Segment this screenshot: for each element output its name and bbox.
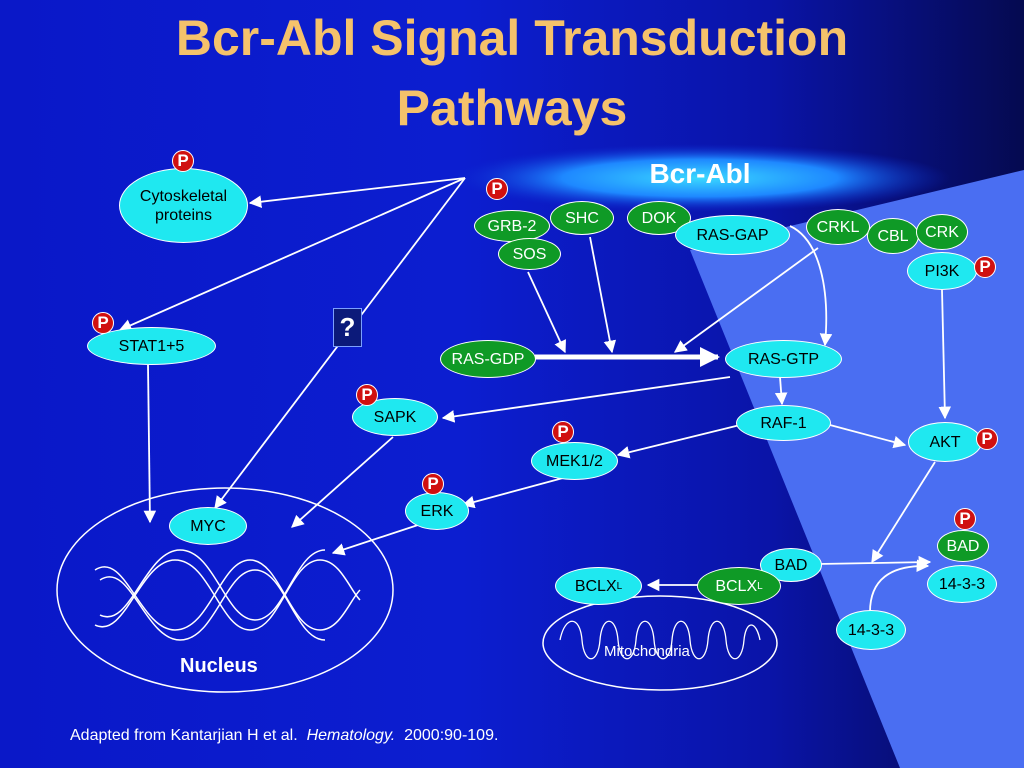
pathway-arrows bbox=[118, 177, 952, 613]
sos-node: SOS bbox=[498, 238, 561, 270]
ras-gap-node: RAS-GAP bbox=[675, 215, 790, 255]
slide-title-line2: Pathways bbox=[396, 80, 628, 136]
citation-suffix: 2000:90-109. bbox=[404, 727, 499, 744]
citation: Adapted from Kantarjian H et al. Hematol… bbox=[70, 727, 498, 745]
phospho-badge-stat: P bbox=[92, 312, 114, 334]
crk-node: CRK bbox=[916, 214, 968, 250]
cbl-node: CBL bbox=[867, 218, 919, 254]
shc-node: SHC bbox=[550, 201, 614, 235]
slide-title-line1: Bcr-Abl Signal Transduction bbox=[175, 10, 849, 66]
bcr-abl-ellipse bbox=[450, 144, 950, 212]
mitochondria-cristae bbox=[559, 620, 761, 660]
cytoskeletal-proteins-node: Cytoskeletal proteins bbox=[119, 168, 248, 243]
ras-gdp-node: RAS-GDP bbox=[440, 340, 536, 378]
erk-node: ERK bbox=[405, 492, 469, 530]
cytoskeletal-label-line1: Cytoskeletal bbox=[139, 187, 228, 205]
crkl-node: CRKL bbox=[806, 209, 870, 245]
mek-node: MEK1/2 bbox=[531, 442, 618, 480]
citation-journal: Hematology. bbox=[306, 727, 396, 744]
stat-node: STAT1+5 bbox=[87, 327, 216, 365]
nucleus-ellipse bbox=[56, 487, 394, 693]
dna-strands bbox=[94, 549, 361, 641]
pi3k-node: PI3K bbox=[907, 252, 977, 290]
mitochondria-label: Mitochondria bbox=[604, 643, 690, 660]
citation-prefix: Adapted from Kantarjian H et al. bbox=[70, 727, 298, 744]
phospho-badge-bad: P bbox=[954, 508, 976, 530]
phospho-badge-akt: P bbox=[976, 428, 998, 450]
unknown-pathway-box: ? bbox=[333, 308, 362, 347]
bad-phospho-node: BAD bbox=[937, 530, 989, 562]
dok-node: DOK bbox=[627, 201, 691, 235]
akt-node: AKT bbox=[908, 422, 982, 462]
mitochondria-ellipse bbox=[542, 595, 778, 691]
ras-gtp-node: RAS-GTP bbox=[725, 340, 842, 378]
protein-14-3-3-node: 14-3-3 bbox=[836, 610, 906, 650]
myc-node: MYC bbox=[169, 507, 247, 545]
phospho-badge-mek: P bbox=[552, 421, 574, 443]
bclxl-bound-label: BCLX bbox=[715, 577, 758, 595]
phospho-badge-sapk: P bbox=[356, 384, 378, 406]
protein-14-3-3-bound-node: 14-3-3 bbox=[927, 565, 997, 603]
phospho-badge-grb2: P bbox=[486, 178, 508, 200]
bclxl-free-label: BCLX bbox=[574, 577, 617, 595]
raf1-node: RAF-1 bbox=[736, 405, 831, 441]
grb2-node: GRB-2 bbox=[474, 210, 550, 242]
bclxl-free-subscript: L bbox=[616, 580, 623, 592]
signal-wedge bbox=[690, 170, 1024, 768]
phospho-badge-pi3k: P bbox=[974, 256, 996, 278]
bclxl-bound-subscript: L bbox=[757, 580, 763, 592]
nucleus-label: Nucleus bbox=[180, 655, 258, 677]
cytoskeletal-label-line2: proteins bbox=[155, 206, 212, 224]
phospho-badge-cytoskeletal: P bbox=[172, 150, 194, 172]
phospho-badge-erk: P bbox=[422, 473, 444, 495]
bcr-abl-label: Bcr-Abl bbox=[649, 158, 751, 189]
